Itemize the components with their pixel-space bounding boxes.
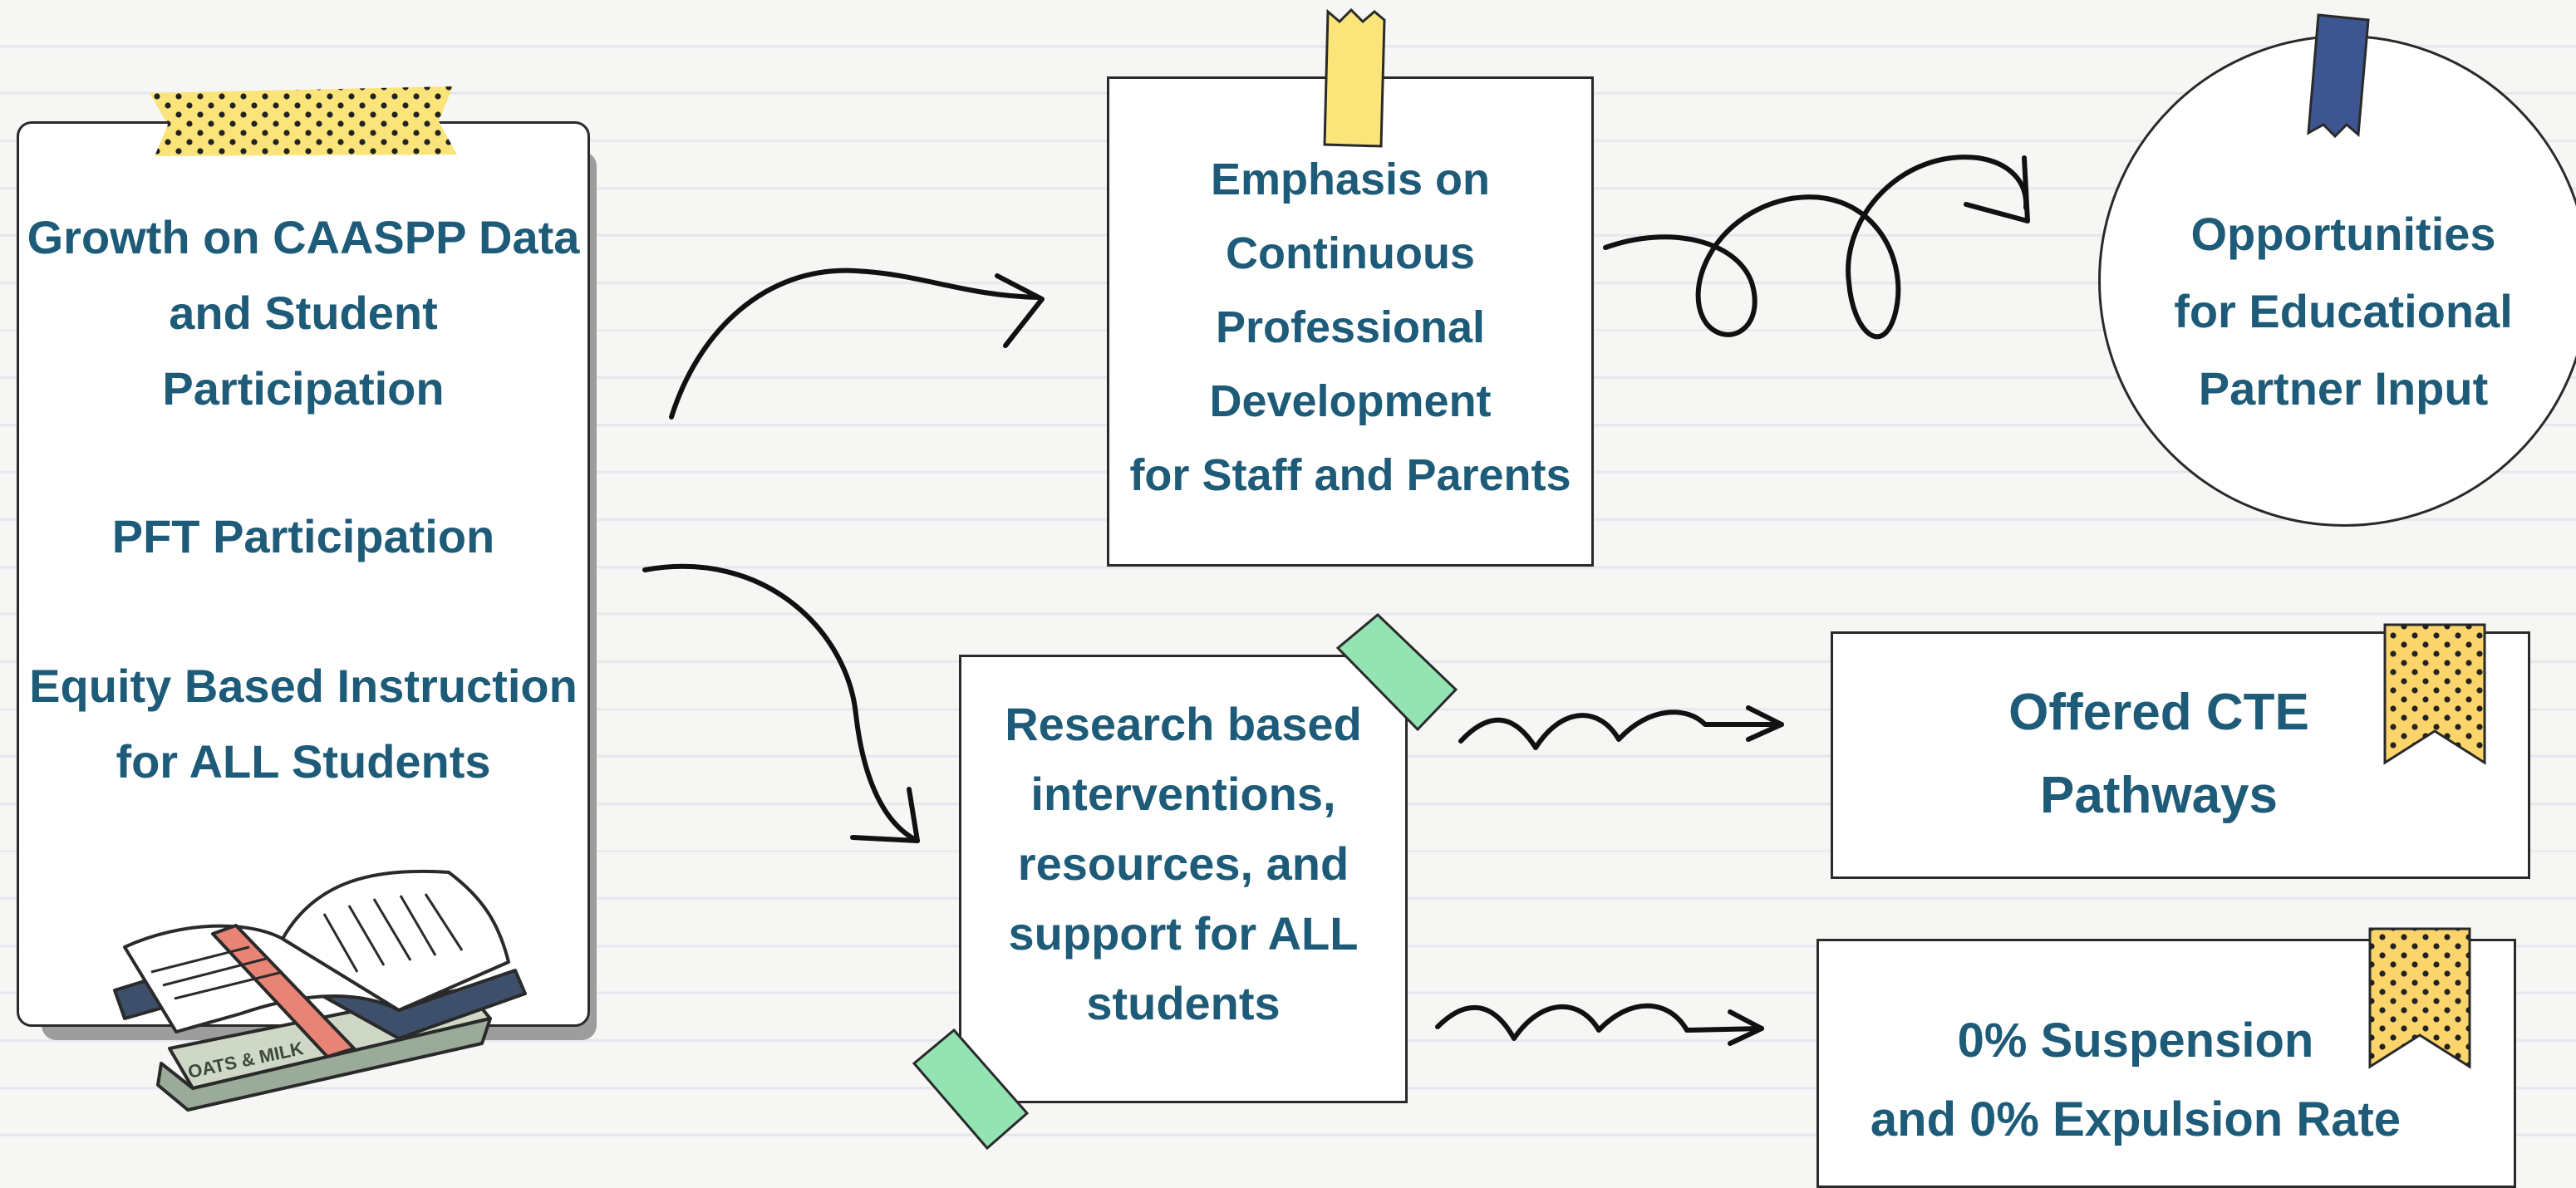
left-card-growth-text: Growth on CAASPP Data and Student Partic…	[27, 211, 580, 415]
book-illustration	[113, 869, 527, 1112]
wavy-arrow-to-suspension	[1435, 1003, 1764, 1046]
wavy-arrow-to-cte	[1458, 705, 1784, 750]
green-tape-interventions-top	[1335, 612, 1458, 732]
partner-input-text: Opportunities for Educational Partner In…	[2174, 208, 2513, 415]
professional-development-card	[1107, 76, 1594, 567]
left-card-equity-text: Equity Based Instruction for ALL Student…	[29, 660, 578, 788]
ribbon-flag-cte	[2383, 623, 2486, 765]
left-card-pft-text: PFT Participation	[111, 510, 495, 562]
green-tape-interventions-bottom	[912, 1028, 1030, 1151]
dotted-tape-left-card	[150, 86, 457, 156]
ribbon-flag-suspension	[2368, 927, 2471, 1069]
cte-pathways-text: Offered CTE Pathways	[2008, 684, 2309, 824]
loop-arrow-to-partner-input	[1603, 155, 2030, 340]
yellow-tape-professional-development	[1323, 7, 1386, 148]
arrow-to-professional-development	[669, 268, 1045, 420]
arrow-to-interventions	[642, 563, 920, 843]
navy-tape-partner-input	[2307, 13, 2370, 139]
suspension-text: 0% Suspension and 0% Expulsion Rate	[1870, 1014, 2401, 1146]
interventions-card	[959, 655, 1408, 1103]
professional-development-text: Emphasis on Continuous Professional Deve…	[1129, 155, 1571, 500]
left-card	[17, 121, 590, 1027]
interventions-text: Research based interventions, resources,…	[1005, 698, 1362, 1029]
